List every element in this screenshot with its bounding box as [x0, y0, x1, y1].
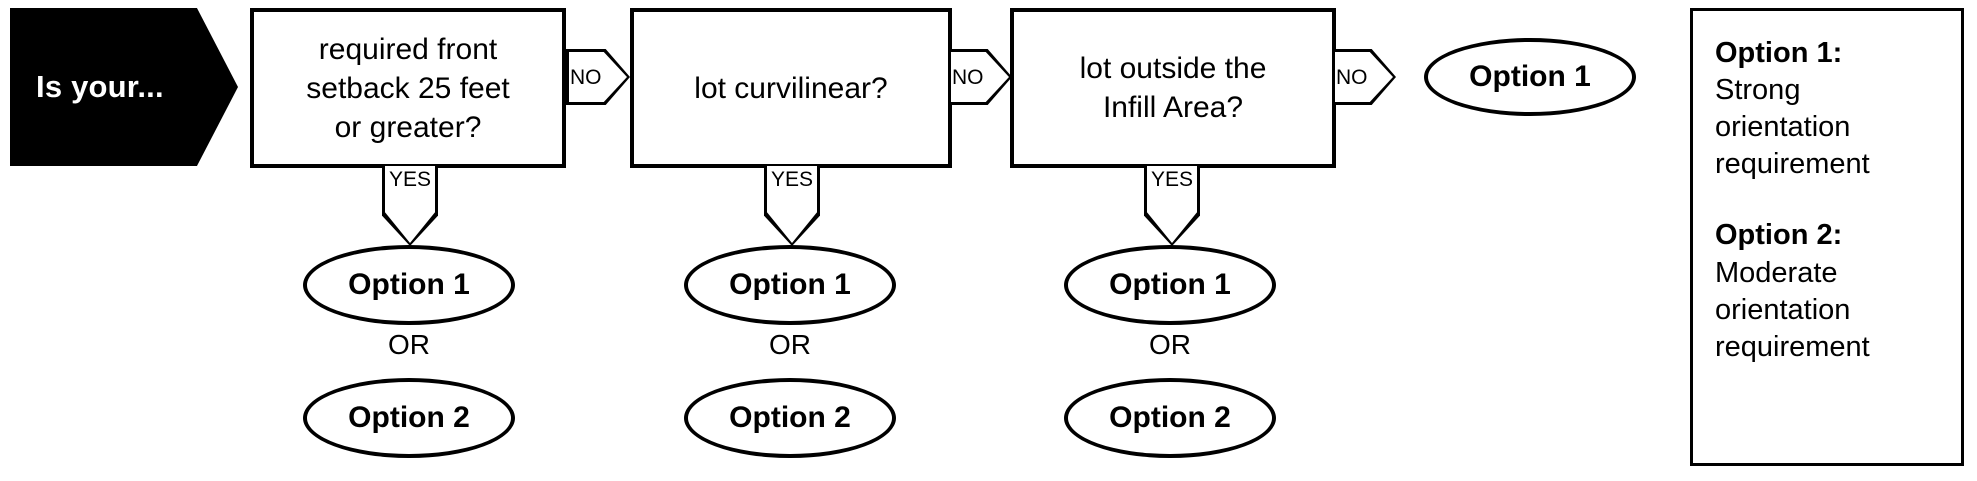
yes-connector-label: YES: [1150, 168, 1194, 191]
terminal-label: Option 1: [1469, 60, 1591, 93]
legend-panel: Option 1: Strong orientation requirement…: [1690, 8, 1964, 466]
outcome-label: Option 1: [1109, 268, 1231, 301]
no-connector-label: NO: [952, 65, 984, 89]
decision-box-label: lot outside the Infill Area?: [1079, 52, 1267, 124]
legend-entry-description: Strong orientation requirement: [1715, 74, 1870, 181]
outcome-option1-ellipse[interactable]: Option 1: [303, 245, 515, 325]
no-connector-arrow-3: NO: [1332, 49, 1396, 105]
decision-box-label: lot curvilinear?: [694, 71, 888, 105]
outcome-option1-ellipse[interactable]: Option 1: [684, 245, 896, 325]
legend-entry-option2: Option 2: Moderate orientation requireme…: [1715, 217, 1961, 365]
decision-box-outside-infill-area[interactable]: lot outside the Infill Area?: [1010, 8, 1336, 168]
outcome-label: Option 2: [729, 401, 851, 434]
no-connector-label: NO: [1336, 65, 1368, 89]
terminal-option1-ellipse[interactable]: Option 1: [1424, 38, 1636, 116]
legend-entry-title: Option 1:: [1715, 37, 1843, 69]
outcome-option2-ellipse[interactable]: Option 2: [303, 378, 515, 458]
entry-arrow-shape: Is your...: [10, 8, 238, 166]
or-separator-label: OR: [388, 329, 430, 360]
decision-box-front-setback[interactable]: required front setback 25 feet or greate…: [250, 8, 566, 168]
decision-box-lot-curvilinear[interactable]: lot curvilinear?: [630, 8, 952, 168]
outcome-label: Option 2: [1109, 401, 1231, 434]
legend-entry-option1: Option 1: Strong orientation requirement: [1715, 35, 1961, 183]
no-connector-arrow-1: NO: [566, 49, 630, 105]
no-connector-label: NO: [570, 65, 602, 89]
outcome-option2-ellipse[interactable]: Option 2: [684, 378, 896, 458]
outcome-label: Option 1: [729, 268, 851, 301]
legend-entry-title: Option 2:: [1715, 219, 1843, 252]
no-connector-arrow-2: NO: [948, 49, 1012, 105]
outcome-label: Option 2: [348, 401, 470, 434]
outcome-option1-ellipse[interactable]: Option 1: [1064, 245, 1276, 325]
or-separator-label: OR: [769, 329, 811, 360]
outcome-label: Option 1: [348, 268, 470, 301]
decision-box-label: required front setback 25 feet or greate…: [306, 32, 510, 144]
outcome-option2-ellipse[interactable]: Option 2: [1064, 378, 1276, 458]
yes-connector-arrow-1: YES: [382, 166, 438, 246]
yes-connector-label: YES: [770, 168, 814, 191]
yes-connector-arrow-2: YES: [764, 166, 820, 246]
entry-arrow-label: Is your...: [36, 69, 164, 104]
legend-entry-description: Moderate orientation requirement: [1715, 256, 1870, 363]
or-separator-label: OR: [1149, 329, 1191, 360]
yes-connector-arrow-3: YES: [1144, 166, 1200, 246]
yes-connector-label: YES: [388, 168, 432, 191]
